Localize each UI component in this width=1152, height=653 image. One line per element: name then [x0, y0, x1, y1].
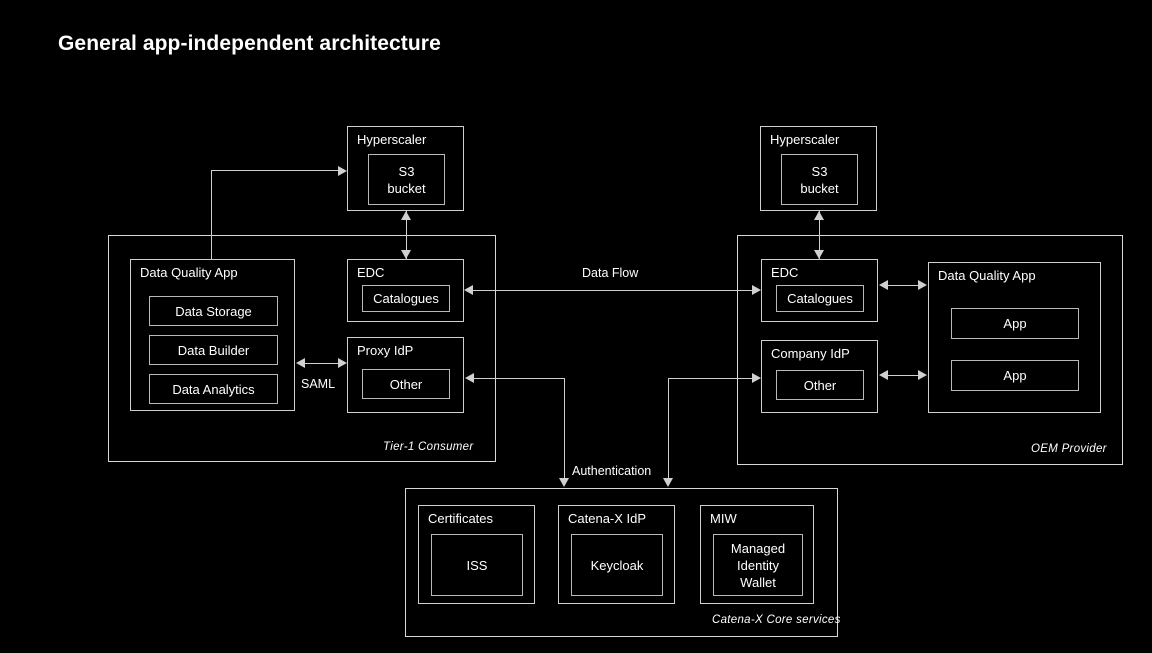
subbox-data-analytics: Data Analytics	[149, 374, 278, 404]
box-hyperscaler-right: Hyperscaler S3 bucket	[760, 126, 877, 211]
s3-bucket-left-line2: bucket	[387, 180, 426, 196]
subbox-s3-bucket-left: S3 bucket	[368, 154, 445, 205]
arrowhead-edc-right-down	[814, 250, 824, 259]
panel-catenax-core-services	[405, 488, 838, 637]
s3-bucket-left-line1: S3	[398, 163, 415, 179]
connector-auth-left-horizontal	[474, 378, 565, 379]
subbox-s3-bucket-right: S3 bucket	[781, 154, 858, 205]
box-data-quality-app-right: Data Quality App App App	[928, 262, 1101, 413]
box-hyperscaler-right-title: Hyperscaler	[770, 132, 840, 147]
arrowhead-auth-left-down	[559, 478, 569, 487]
panel-tier1-consumer-label: Tier-1 Consumer	[383, 441, 474, 453]
subbox-data-builder: Data Builder	[149, 335, 278, 365]
panel-oem-provider-label: OEM Provider	[1031, 443, 1107, 455]
subbox-iss: ISS	[431, 534, 523, 596]
box-company-idp-title: Company IdP	[771, 346, 850, 361]
panel-catenax-core-services-label: Catena-X Core services	[712, 614, 841, 626]
box-edc-left-title: EDC	[357, 265, 385, 280]
connector-data-flow	[466, 290, 759, 291]
connector-hyperscaler-edc-left	[406, 211, 407, 259]
connector-dqa-to-hyperscaler-horizontal	[211, 170, 338, 171]
connector-auth-left-vertical	[564, 378, 565, 478]
box-miw: MIW Managed Identity Wallet	[700, 505, 814, 604]
miw-line3: Wallet	[740, 574, 776, 590]
arrowhead-saml-left	[296, 358, 305, 368]
miw-line2: Identity	[737, 557, 779, 573]
box-edc-left: EDC Catalogues	[347, 259, 464, 322]
arrowhead-company-idp-dqa-left	[879, 370, 888, 380]
subbox-managed-identity-wallet: Managed Identity Wallet	[713, 534, 803, 596]
box-catenax-idp-title: Catena-X IdP	[568, 511, 647, 526]
box-hyperscaler-left-title: Hyperscaler	[357, 132, 427, 147]
connector-auth-right-vertical	[668, 378, 669, 478]
subbox-app-1: App	[951, 308, 1079, 339]
arrowhead-edc-right-dqa-left	[879, 280, 888, 290]
arrowhead-data-flow-right	[752, 285, 761, 295]
s3-bucket-right-line2: bucket	[800, 180, 839, 196]
connector-company-idp-to-dqa-right	[886, 375, 921, 376]
subbox-catalogues-left: Catalogues	[362, 285, 450, 312]
page-title: General app-independent architecture	[58, 32, 441, 55]
connector-edc-right-to-dqa-right	[886, 285, 921, 286]
s3-bucket-right-line1: S3	[811, 163, 828, 179]
arrowhead-company-idp-dqa-right	[918, 370, 927, 380]
box-proxy-idp: Proxy IdP Other	[347, 337, 464, 413]
box-data-quality-app-right-title: Data Quality App	[938, 268, 1036, 283]
box-certificates: Certificates ISS	[418, 505, 535, 604]
connector-saml	[303, 363, 341, 364]
connector-hyperscaler-edc-right	[819, 211, 820, 259]
connector-dqa-to-hyperscaler-vertical	[211, 170, 212, 259]
arrowhead-data-flow-left	[464, 285, 473, 295]
subbox-company-idp-other: Other	[776, 370, 864, 400]
arrowhead-hyperscaler-right-up	[814, 211, 824, 220]
box-certificates-title: Certificates	[428, 511, 494, 526]
box-edc-right-title: EDC	[771, 265, 799, 280]
arrowhead-saml-right	[338, 358, 347, 368]
box-proxy-idp-title: Proxy IdP	[357, 343, 414, 358]
edge-label-saml: SAML	[301, 377, 336, 391]
box-miw-title: MIW	[710, 511, 737, 526]
connector-auth-right-horizontal	[668, 378, 752, 379]
arrowhead-edc-left-down	[401, 250, 411, 259]
box-catenax-idp: Catena-X IdP Keycloak	[558, 505, 675, 604]
arrowhead-auth-to-proxy-idp	[465, 373, 474, 383]
subbox-data-storage: Data Storage	[149, 296, 278, 326]
panel-tier1-consumer	[108, 235, 496, 462]
subbox-catalogues-right: Catalogues	[776, 285, 864, 312]
edge-label-data-flow: Data Flow	[582, 266, 639, 280]
subbox-keycloak: Keycloak	[571, 534, 663, 596]
box-data-quality-app-left: Data Quality App Data Storage Data Build…	[130, 259, 295, 411]
box-data-quality-app-left-title: Data Quality App	[140, 265, 238, 280]
subbox-proxy-idp-other: Other	[362, 369, 450, 399]
panel-oem-provider	[737, 235, 1123, 465]
arrowhead-hyperscaler-left-up	[401, 211, 411, 220]
arrowhead-auth-right-down	[663, 478, 673, 487]
box-company-idp: Company IdP Other	[761, 340, 878, 413]
arrowhead-to-hyperscaler-left	[338, 166, 347, 176]
box-edc-right: EDC Catalogues	[761, 259, 878, 322]
edge-label-authentication: Authentication	[572, 464, 652, 478]
arrowhead-auth-to-company-idp	[752, 373, 761, 383]
arrowhead-edc-right-dqa-right	[918, 280, 927, 290]
box-hyperscaler-left: Hyperscaler S3 bucket	[347, 126, 464, 211]
miw-line1: Managed	[730, 540, 786, 556]
subbox-app-2: App	[951, 360, 1079, 391]
